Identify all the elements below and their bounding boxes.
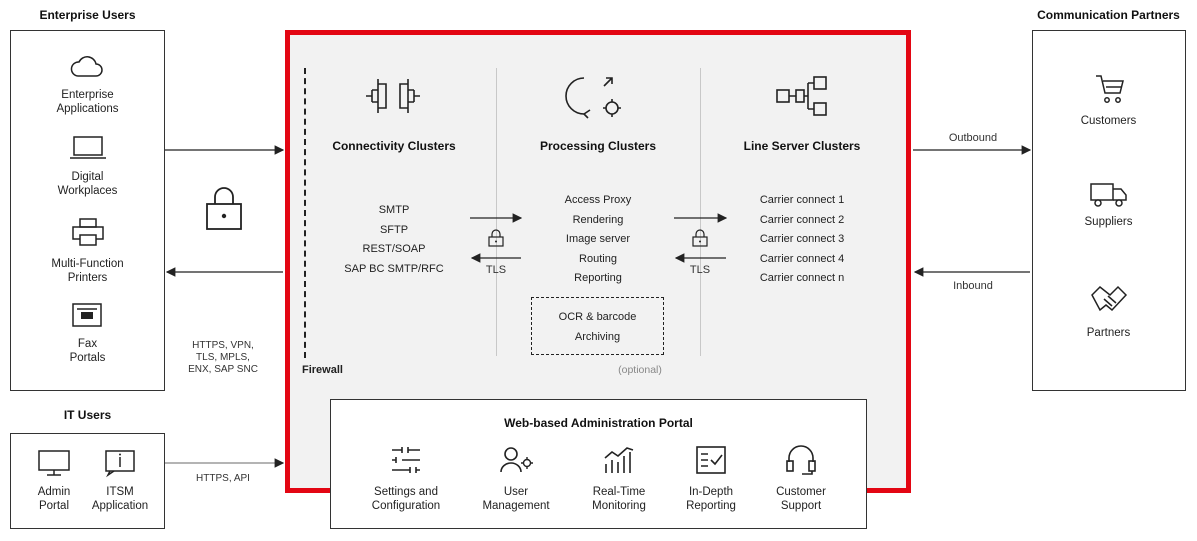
inbound-label: Inbound: [953, 280, 993, 292]
connectivity-list: SMTP SFTP REST/SOAP SAP BC SMTP/RFC: [320, 201, 468, 279]
tls-label: TLS: [689, 264, 711, 276]
enterprise-users-title: Enterprise Users: [39, 8, 136, 22]
bar-chart-icon: [604, 447, 634, 473]
handshake-icon: [1091, 285, 1128, 312]
suppliers-label: Suppliers: [1084, 216, 1133, 228]
monitor-icon: [38, 450, 70, 476]
processing-item: Image server: [565, 233, 631, 245]
communication-partners-box: [1032, 30, 1186, 391]
it-users-box: [10, 433, 165, 529]
customer-support-label: Customer Support: [776, 486, 826, 512]
processing-clusters-title: Processing Clusters: [539, 139, 657, 153]
optional-note: (optional): [618, 364, 662, 376]
sliders-icon: [392, 447, 420, 473]
connectivity-item: SMTP: [378, 204, 410, 216]
printer-icon: [72, 218, 104, 246]
headset-icon: [786, 445, 816, 475]
communication-partners-title: Communication Partners: [1037, 8, 1180, 22]
line-server-item: Carrier connect 1: [759, 194, 845, 206]
fax-icon: [72, 303, 102, 327]
it-protocols-label: HTTPS, API: [196, 473, 250, 484]
enterprise-applications-label: Enterprise Applications: [56, 89, 119, 115]
column-divider: [496, 68, 497, 356]
processing-item: Rendering: [572, 213, 624, 226]
protocols-label: HTTPS, VPN, TLS, MPLS, ENX, SAP SNC: [188, 340, 258, 375]
line-server-item: Carrier connect 3: [759, 233, 845, 245]
cloud-icon: [70, 56, 103, 77]
firewall-label: Firewall: [302, 364, 343, 376]
line-server-list: Carrier connect 1 Carrier connect 2 Carr…: [730, 191, 874, 289]
admin-portal-title: Web-based Administration Portal: [504, 416, 693, 430]
processing-item: Routing: [579, 252, 617, 265]
in-depth-reporting-label: In-Depth Reporting: [686, 486, 736, 512]
admin-portal-box: [330, 399, 867, 529]
report-icon: [696, 446, 726, 474]
processing-list: Access Proxy Rendering Image server Rout…: [523, 191, 673, 289]
enterprise-users-box: [10, 30, 165, 391]
processing-icon: [565, 77, 621, 119]
line-server-icon: [776, 76, 827, 116]
user-gear-icon: [500, 447, 533, 473]
firewall-line: [304, 68, 306, 358]
laptop-icon: [70, 136, 106, 159]
optional-item: Archiving: [574, 331, 621, 343]
connectivity-clusters-title: Connectivity Clusters: [332, 139, 456, 153]
line-server-item: Carrier connect 2: [759, 213, 845, 226]
connectivity-item: REST/SOAP: [362, 243, 426, 255]
optional-list: OCR & barcode Archiving: [531, 307, 664, 347]
processing-item: Access Proxy: [564, 194, 632, 206]
it-users-title: IT Users: [63, 408, 112, 422]
connectivity-icon: [366, 79, 420, 113]
line-server-item: Carrier connect n: [759, 272, 845, 284]
multi-function-printers-label: Multi-Function Printers: [51, 258, 124, 284]
connectivity-item: SFTP: [379, 223, 409, 236]
tls-label: TLS: [485, 264, 507, 276]
outbound-label: Outbound: [948, 132, 998, 144]
connectivity-item: SAP BC SMTP/RFC: [344, 262, 444, 275]
truck-icon: [1090, 183, 1127, 207]
line-server-clusters-title: Line Server Clusters: [743, 139, 861, 153]
user-management-label: User Management: [482, 486, 550, 512]
optional-box: [531, 297, 664, 355]
column-divider: [700, 68, 701, 356]
digital-workplaces-label: Digital Workplaces: [57, 171, 118, 197]
lock-icon: [206, 187, 242, 230]
settings-configuration-label: Settings and Configuration: [371, 486, 441, 512]
processing-item: Reporting: [574, 272, 622, 284]
small-lock-icon: [692, 229, 708, 247]
small-lock-icon: [488, 229, 504, 247]
partners-label: Partners: [1086, 327, 1131, 339]
line-server-item: Carrier connect 4: [759, 252, 845, 265]
admin-portal-label: Admin Portal: [37, 486, 71, 512]
cart-icon: [1096, 75, 1124, 103]
fax-portals-label: Fax Portals: [69, 338, 106, 364]
real-time-monitoring-label: Real-Time Monitoring: [592, 486, 646, 512]
itsm-application-label: ITSM Application: [91, 486, 149, 512]
customers-label: Customers: [1080, 115, 1137, 127]
itsm-icon: [105, 450, 135, 478]
optional-item: OCR & barcode: [558, 311, 637, 323]
